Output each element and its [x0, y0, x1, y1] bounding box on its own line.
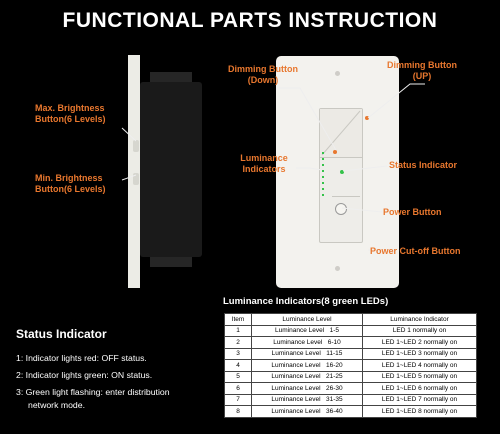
callout-status-indicator: Status Indicator: [389, 160, 458, 170]
led-indicator: [322, 182, 324, 184]
table-cell: 1: [224, 324, 252, 337]
table-cell: LED 1 normally on: [362, 324, 477, 337]
led-indicator: [322, 158, 324, 160]
dimming-down-dot: [333, 150, 337, 154]
table-cell: LED 1~LED 5 normally on: [362, 370, 477, 383]
status-line: network mode.: [28, 400, 85, 410]
table-cell: 3: [224, 347, 252, 360]
status-heading: Status Indicator: [16, 327, 107, 341]
panel-divider: [332, 196, 360, 197]
status-indicator-led: [340, 170, 344, 174]
table-cell: Luminance Level 26-30: [251, 382, 363, 395]
table-cell: 8: [224, 405, 252, 418]
status-line: 3: Green light flashing: enter distribut…: [16, 387, 170, 397]
table-cell: LED 1~LED 7 normally on: [362, 393, 477, 406]
max-brightness-button: [133, 140, 139, 152]
table-cell: Luminance Level 1-5: [251, 324, 363, 337]
table-cell: Luminance Level 21-25: [251, 370, 363, 383]
switch-side-plate: [128, 55, 140, 288]
switch-side-body: [140, 82, 202, 257]
callout-power-button: Power Button: [383, 207, 442, 217]
page-title: FUNCTIONAL PARTS INSTRUCTION: [62, 9, 438, 32]
status-line: 1: Indicator lights red: OFF status.: [16, 353, 147, 363]
led-indicator: [322, 188, 324, 190]
table-cell: LED 1~LED 2 normally on: [362, 336, 477, 349]
callout-min-brightness: Min. Brightness Button(6 Levels): [35, 173, 106, 194]
table-title: Luminance Indicators(8 green LEDs): [223, 296, 389, 307]
table-cell: Luminance Level 31-35: [251, 393, 363, 406]
callout-dimming-up: Dimming Button (UP): [387, 60, 457, 81]
led-indicator: [322, 170, 324, 172]
table-header-row: Item Luminance Level Luminance Indicator: [224, 313, 477, 326]
table-cell: LED 1~LED 8 normally on: [362, 405, 477, 418]
table-cell: LED 1~LED 6 normally on: [362, 382, 477, 395]
table-cell: 4: [224, 359, 252, 372]
table-cell: 5: [224, 370, 252, 383]
led-indicator: [322, 194, 324, 196]
table-cell: LED 1~LED 4 normally on: [362, 359, 477, 372]
table-cell: 7: [224, 393, 252, 406]
screw-hole-bottom: [335, 266, 340, 271]
rocker-divider-icon: [321, 110, 361, 156]
status-line: 2: Indicator lights green: ON status.: [16, 370, 153, 380]
dimming-up-dot: [365, 116, 369, 120]
luminance-table: Item Luminance Level Luminance Indicator…: [224, 313, 477, 418]
power-button-icon: [335, 203, 347, 215]
callout-luminance-indicators: Luminance Indicators: [240, 153, 288, 174]
led-indicator: [322, 152, 324, 154]
screw-hole-top: [335, 71, 340, 76]
dimming-rocker: [320, 109, 362, 158]
column-header: Luminance Indicator: [362, 313, 477, 326]
table-cell: Luminance Level 6-10: [251, 336, 363, 349]
table-cell: Luminance Level 16-20: [251, 359, 363, 372]
callout-dimming-down: Dimming Button (Down): [228, 64, 298, 85]
min-brightness-button: [133, 173, 139, 185]
column-header: Item: [224, 313, 252, 326]
callout-power-cutoff: Power Cut-off Button: [370, 246, 461, 256]
table-cell: 2: [224, 336, 252, 349]
led-indicator: [322, 164, 324, 166]
table-cell: Luminance Level 11-15: [251, 347, 363, 360]
led-indicator: [322, 176, 324, 178]
table-cell: LED 1~LED 3 normally on: [362, 347, 477, 360]
column-header: Luminance Level: [251, 313, 363, 326]
table-cell: Luminance Level 36-40: [251, 405, 363, 418]
table-cell: 6: [224, 382, 252, 395]
callout-max-brightness: Max. Brightness Button(6 Levels): [35, 103, 106, 124]
